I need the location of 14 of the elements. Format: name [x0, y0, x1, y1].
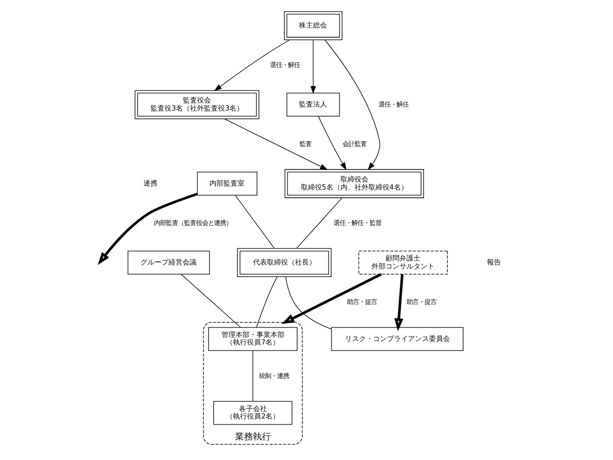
- connector: [256, 276, 278, 328]
- arrow: [281, 272, 382, 324]
- arrow: [324, 39, 380, 170]
- connector: [180, 273, 241, 328]
- arrow: [98, 192, 198, 264]
- arrow: [394, 274, 404, 331]
- connector: [252, 350, 254, 401]
- arrow: [224, 118, 328, 170]
- connector: [234, 194, 275, 248]
- connector: [296, 197, 342, 248]
- arrow: [310, 39, 316, 94]
- connector: [285, 276, 332, 329]
- arrow: [214, 39, 290, 91]
- arrow: [318, 116, 346, 170]
